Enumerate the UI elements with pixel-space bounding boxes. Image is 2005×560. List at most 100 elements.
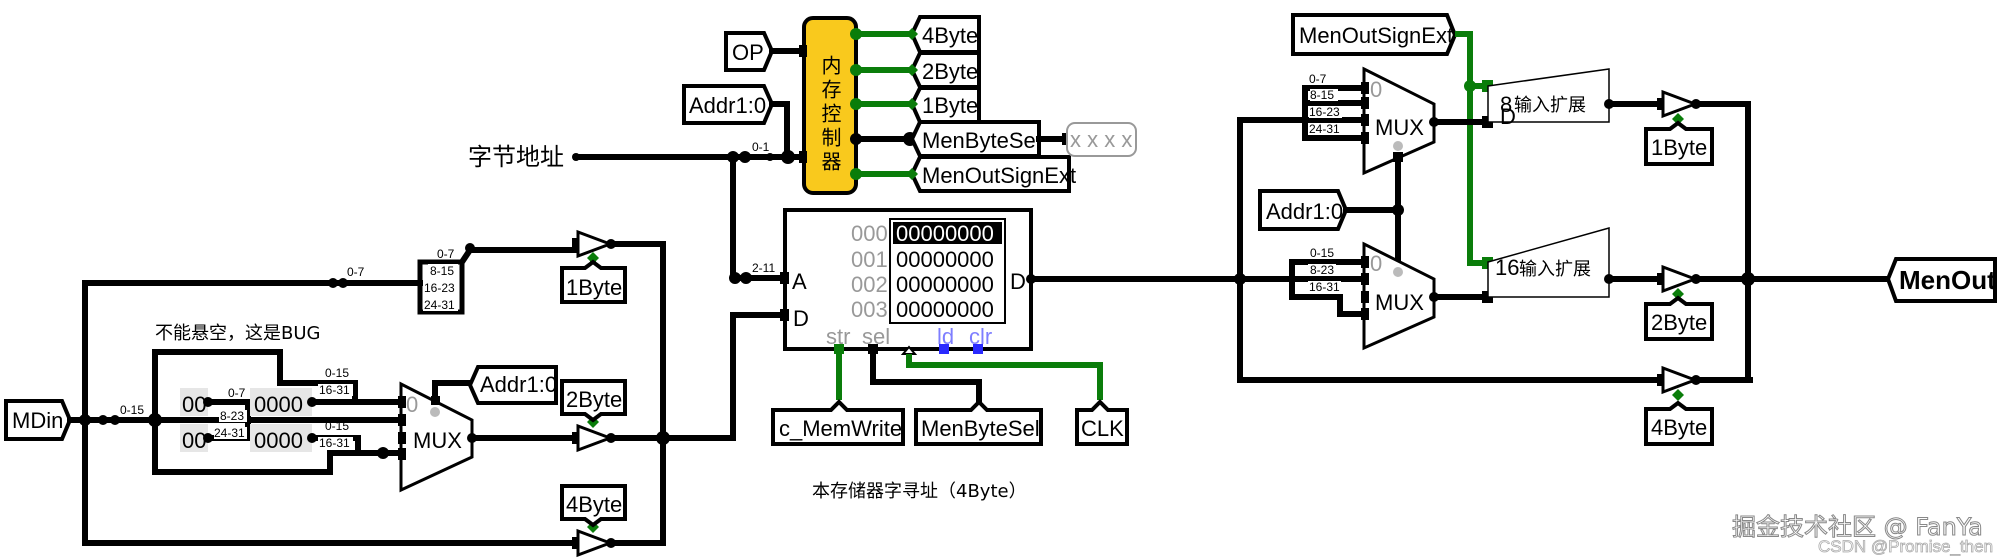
constant-byte-b: 00 [180, 424, 208, 453]
svg-text:00: 00 [182, 392, 206, 417]
tunnel-2byte-left[interactable]: 2Byte [560, 379, 627, 423]
svg-text:输入扩展: 输入扩展 [1514, 95, 1586, 116]
buffer-1byte-right [1657, 89, 1701, 125]
constant-half-b: 0000 [250, 424, 312, 453]
svg-text:MenOut: MenOut [1899, 265, 1996, 295]
svg-text:内存控制器: 内存控制器 [818, 55, 842, 175]
wire-ram-addr [730, 154, 788, 281]
svg-text:D: D [1500, 104, 1516, 129]
svg-text:CLK: CLK [1081, 416, 1124, 441]
svg-text:16: 16 [1495, 255, 1519, 280]
ram[interactable]: A D D 000 00000000 001 00000000 002 0000… [780, 208, 1036, 355]
pin-addr-right[interactable]: Addr1:0 [1258, 189, 1349, 231]
svg-text:0: 0 [406, 392, 418, 417]
tunnel-1byte-right[interactable]: 1Byte [1644, 120, 1714, 166]
svg-text:16-31: 16-31 [319, 436, 350, 450]
svg-text:00000000: 00000000 [896, 247, 994, 272]
pin-addr-top[interactable]: Addr1:0 [682, 84, 775, 125]
svg-text:8-15: 8-15 [430, 264, 454, 278]
svg-text:16-31: 16-31 [319, 383, 350, 397]
svg-text:0: 0 [1370, 251, 1382, 276]
svg-text:输入扩展: 输入扩展 [1519, 259, 1591, 280]
svg-text:D: D [793, 306, 809, 331]
ram-row: 001 00000000 [851, 247, 994, 272]
svg-text:00000000: 00000000 [896, 297, 994, 322]
wire-to-ram-d [660, 312, 788, 441]
pin-menout[interactable]: MenOut [1885, 257, 1997, 303]
probe-menbytesel: x x x x [1066, 122, 1137, 157]
tunnel-menbytesel-ctrl[interactable]: MenByteSel [909, 120, 1041, 158]
svg-text:0000: 0000 [254, 428, 303, 453]
wire-sign-ext [1455, 31, 1487, 266]
svg-text:4Byte: 4Byte [922, 23, 978, 48]
tunnel-c-memwrite[interactable]: c_MemWrite [771, 399, 905, 446]
watermark-sub: CSDN @Promise_then [1818, 537, 1993, 556]
svg-text:0-1: 0-1 [752, 140, 770, 154]
svg-text:OP: OP [732, 40, 764, 65]
svg-text:MenOutSignExt: MenOutSignExt [922, 163, 1076, 188]
svg-text:0-15: 0-15 [1310, 246, 1334, 260]
svg-text:00000000: 00000000 [896, 221, 994, 246]
tunnel-2byte-ctrl[interactable]: 2Byte [906, 51, 981, 89]
svg-text:0-7: 0-7 [1309, 72, 1327, 86]
extender-8bit: 8 输入扩展 D [1487, 68, 1614, 129]
svg-text:ld: ld [937, 324, 954, 349]
watermark-main: 掘金技术社区 @ FanYa [1732, 513, 1983, 541]
mdin-label: MDin [12, 408, 63, 433]
svg-text:clr: clr [969, 324, 992, 349]
svg-text:2-11: 2-11 [752, 261, 775, 275]
tunnel-4byte-right[interactable]: 4Byte [1644, 400, 1714, 446]
memory-controller[interactable]: 内存控制器 [799, 16, 858, 195]
wire-mdin-bus [82, 280, 578, 546]
svg-text:0-7: 0-7 [228, 386, 246, 400]
ram-row: 002 00000000 [851, 272, 994, 297]
svg-text:Addr1:0: Addr1:0 [1266, 199, 1343, 224]
svg-text:0-7: 0-7 [437, 247, 455, 261]
wire-out-bus [1693, 101, 1751, 383]
svg-text:MenOutSignExt: MenOutSignExt [1299, 23, 1453, 48]
buffer-4byte-right [1657, 365, 1701, 401]
mdin-pin[interactable]: MDin [4, 399, 73, 441]
svg-text:x x x x: x x x x [1070, 127, 1132, 152]
tunnel-1byte-ctrl[interactable]: 1Byte [906, 86, 981, 124]
svg-text:16-23: 16-23 [424, 281, 455, 295]
splitter-right-bottom: 0-15 8-23 16-31 [1289, 246, 1368, 317]
svg-text:c_MemWrite: c_MemWrite [779, 416, 902, 441]
wire-mux-select [432, 380, 473, 403]
ram-note: 本存储器字寻址（4Byte） [812, 481, 1027, 502]
extender-16bit: 16 输入扩展 [1487, 227, 1614, 298]
svg-text:8-23: 8-23 [1310, 263, 1334, 277]
mux-read-byte: 0 MUX [1361, 66, 1439, 176]
svg-text:Addr1:0: Addr1:0 [480, 372, 557, 397]
svg-text:MenByteSel: MenByteSel [922, 128, 1041, 153]
tunnel-addr-mid[interactable]: Addr1:0 [467, 365, 558, 405]
tunnel-1byte-left[interactable]: 1Byte [560, 259, 627, 304]
svg-text:4Byte: 4Byte [1651, 415, 1707, 440]
svg-text:001: 001 [851, 247, 888, 272]
svg-text:2Byte: 2Byte [922, 59, 978, 84]
svg-text:24-31: 24-31 [424, 298, 455, 312]
tunnel-menbytesel-ram[interactable]: MenByteSel [914, 399, 1043, 446]
tunnel-2byte-right[interactable]: 2Byte [1644, 295, 1714, 341]
svg-text:002: 002 [851, 272, 888, 297]
svg-text:MUX: MUX [1375, 115, 1424, 140]
tunnel-4byte-ctrl[interactable]: 4Byte [906, 15, 981, 54]
pin-op[interactable]: OP [724, 31, 775, 72]
svg-text:8: 8 [1500, 92, 1512, 117]
svg-text:0-15: 0-15 [325, 366, 349, 380]
pin-menoutsignext-right[interactable]: MenOutSignExt [1291, 13, 1458, 56]
svg-text:00: 00 [182, 428, 206, 453]
svg-text:1Byte: 1Byte [922, 93, 978, 118]
wire-bug-loop-bottom [152, 417, 403, 475]
tunnel-menoutsignext-ctrl[interactable]: MenOutSignExt [906, 155, 1076, 193]
svg-text:MUX: MUX [1375, 290, 1424, 315]
svg-text:24-31: 24-31 [1309, 122, 1340, 136]
constant-byte-a: 00 [180, 388, 208, 417]
bug-note: 不能悬空，这是BUG [155, 323, 320, 344]
svg-text:1Byte: 1Byte [566, 275, 622, 300]
tunnel-4byte-left[interactable]: 4Byte [560, 484, 627, 528]
tunnel-clk[interactable]: CLK [1075, 399, 1129, 446]
svg-text:4Byte: 4Byte [566, 492, 622, 517]
svg-text:000: 000 [851, 221, 888, 246]
